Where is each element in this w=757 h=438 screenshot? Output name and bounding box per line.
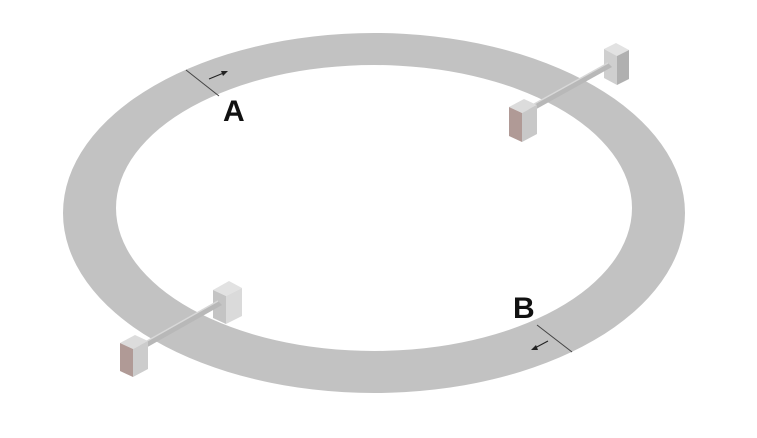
start-line-a xyxy=(185,69,220,97)
arrow-down-left-icon xyxy=(531,340,549,350)
bridge-pillar-near xyxy=(120,335,148,377)
bridge-rod xyxy=(140,301,222,349)
bridge-pillar-near xyxy=(509,99,537,142)
bridge-pillar-far xyxy=(213,281,242,324)
point-label-a: A xyxy=(223,95,245,128)
upper-right-bridge xyxy=(509,43,629,142)
arrow-right-icon xyxy=(208,71,228,80)
bridge-rod xyxy=(527,63,612,112)
lower-left-bridge xyxy=(120,281,242,377)
start-line-b xyxy=(536,324,573,353)
point-label-b: B xyxy=(513,292,535,325)
